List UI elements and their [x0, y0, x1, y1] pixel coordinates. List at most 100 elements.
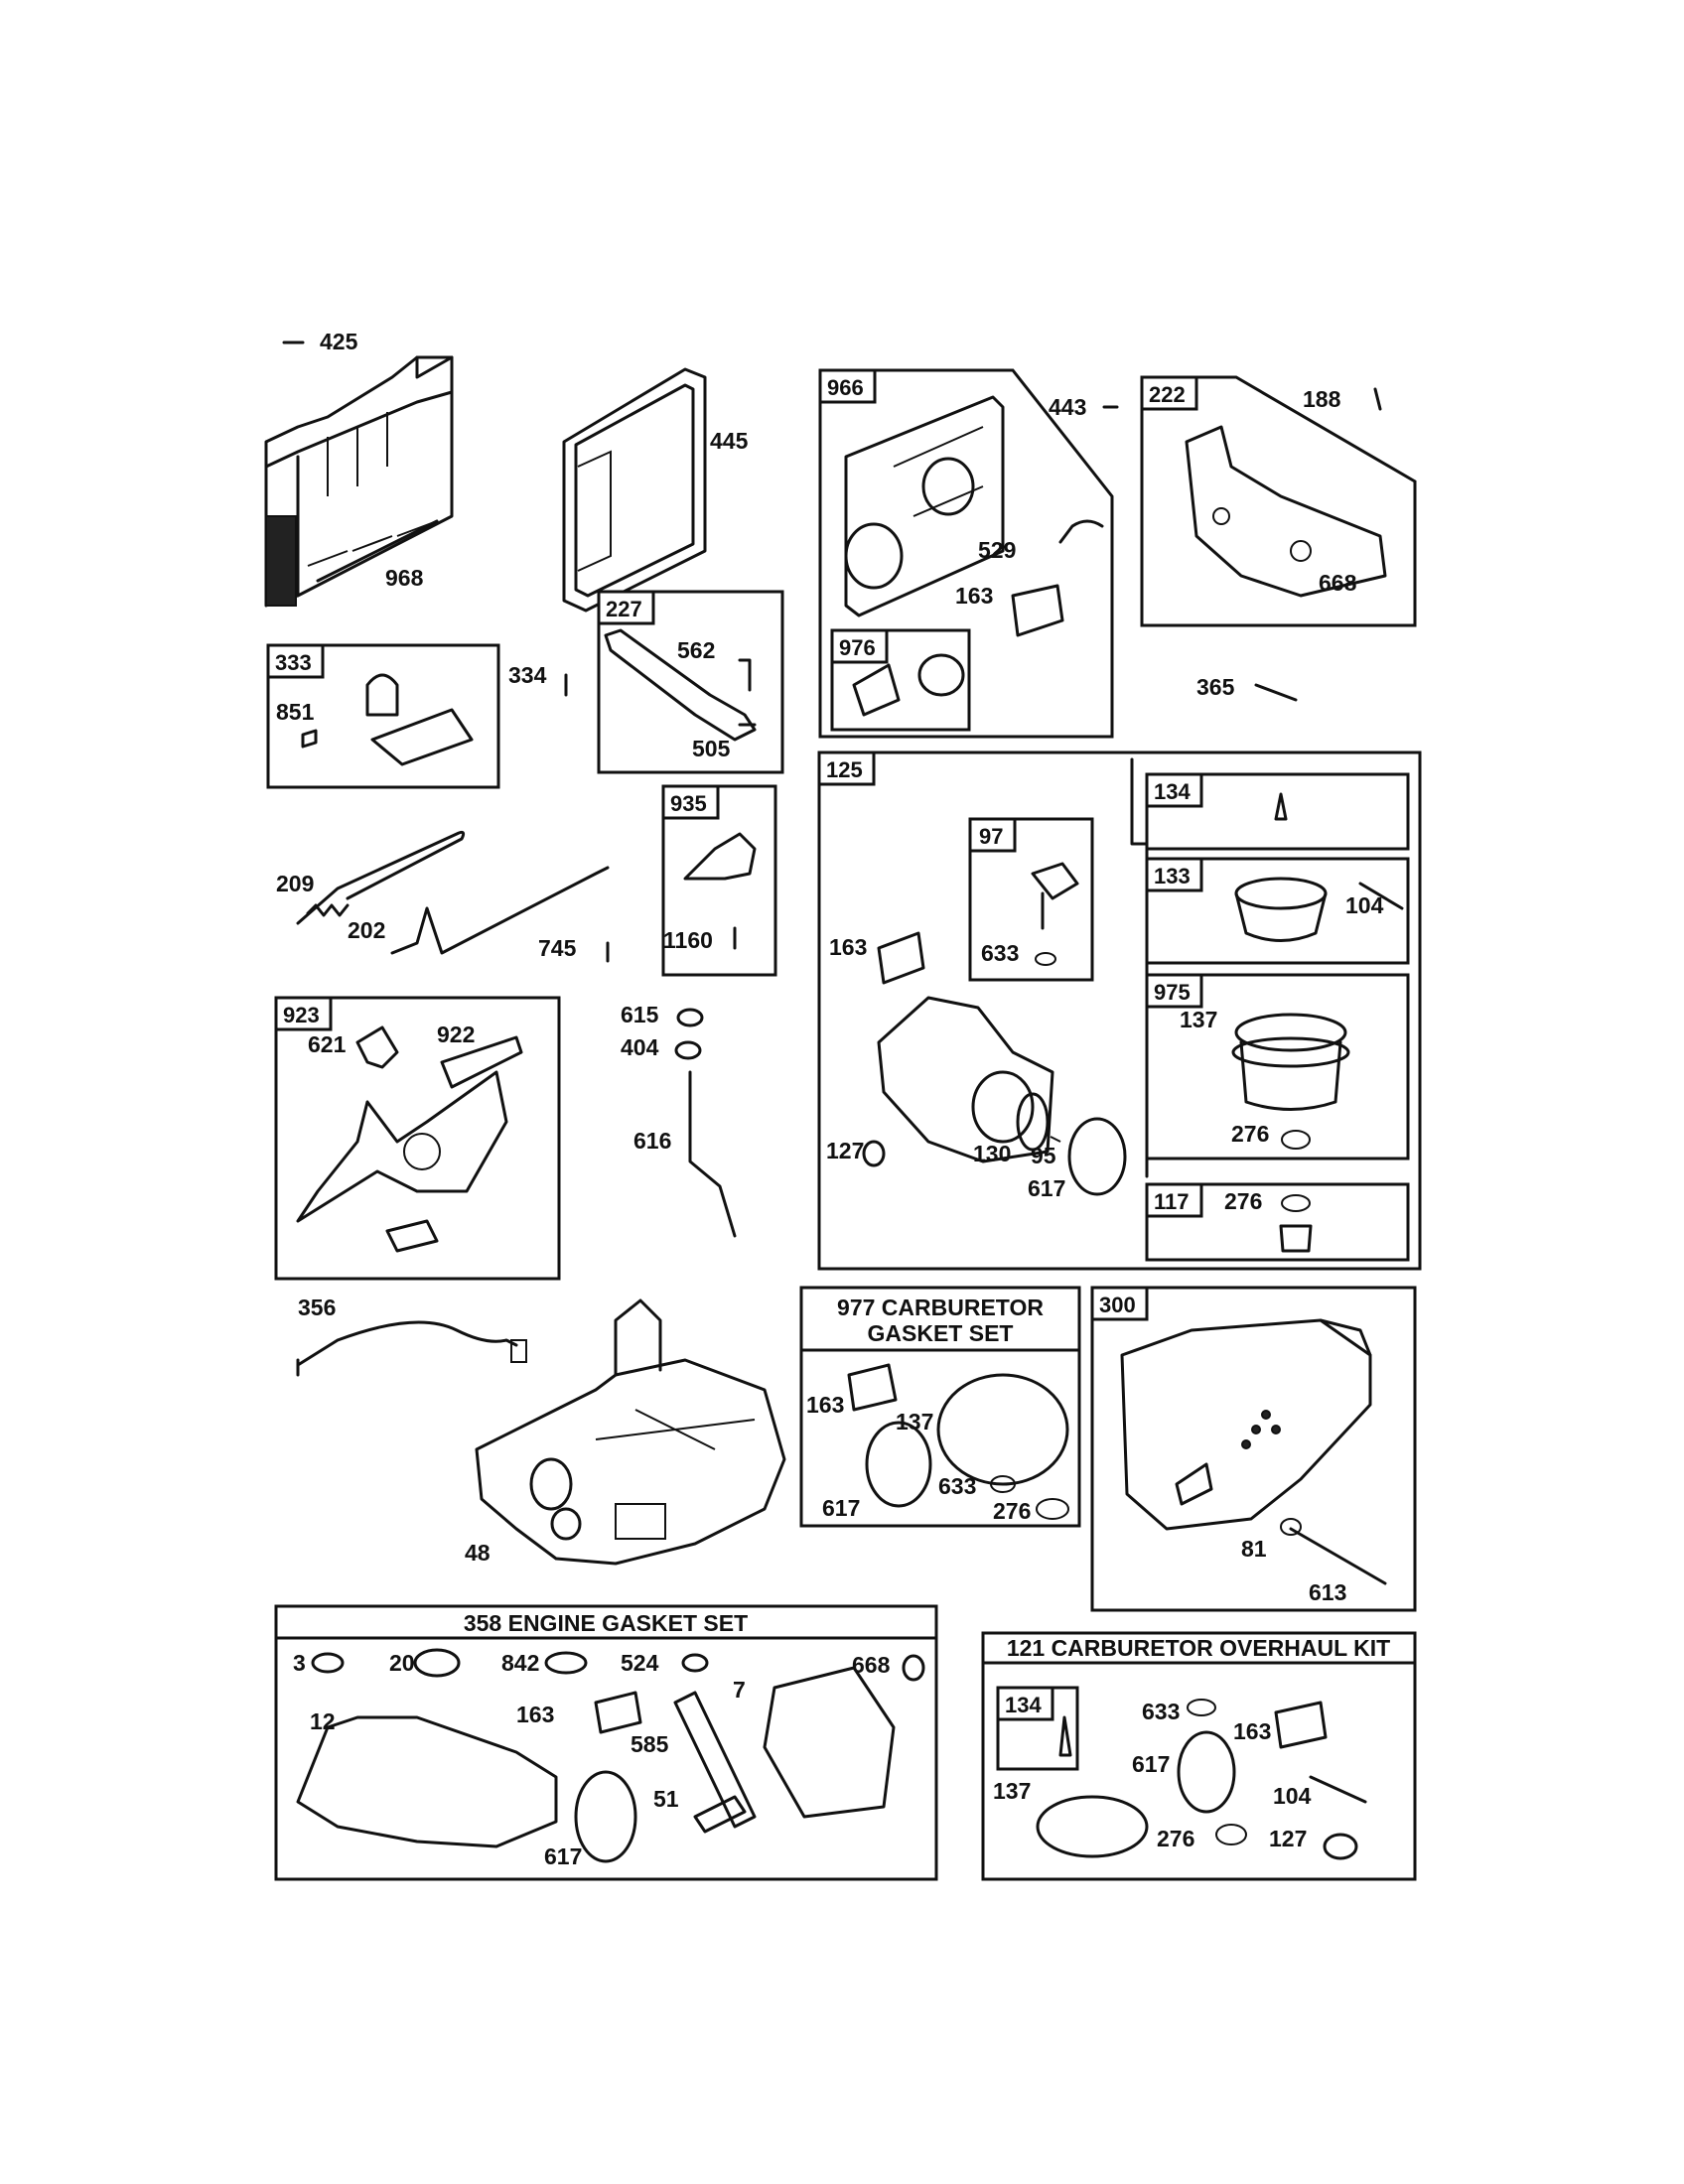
part-label-127-b: 127 [1269, 1826, 1307, 1851]
part-label-163-d: 163 [516, 1702, 554, 1727]
part-label-202: 202 [348, 917, 385, 943]
part-label-1160: 1160 [663, 927, 713, 953]
svg-text:133: 133 [1154, 864, 1191, 888]
group-tag-227: 227 [597, 590, 655, 625]
part-label-104-b: 104 [1273, 1783, 1312, 1809]
screw-365-drawing [1254, 683, 1298, 702]
group-358-box [274, 1604, 938, 1881]
lever-935-drawing [683, 832, 757, 950]
svg-text:935: 935 [670, 791, 707, 816]
part-label-617-c: 617 [544, 1843, 582, 1869]
part-label-7: 7 [733, 1677, 746, 1703]
part-label-137-b: 137 [896, 1409, 933, 1434]
part-117-drawing [1279, 1194, 1313, 1253]
group-tag-966: 966 [818, 368, 877, 404]
group-tag-222: 222 [1140, 375, 1198, 411]
cover-plate-966-drawing [844, 395, 1005, 617]
part-label-163-a: 163 [955, 583, 993, 609]
group-300-box [1090, 1286, 1417, 1612]
part-label-276-c: 276 [993, 1498, 1031, 1524]
svg-text:134: 134 [1005, 1693, 1042, 1717]
part-label-137-a: 137 [1180, 1007, 1217, 1032]
bracket-227-drawing [604, 628, 757, 742]
group-117-box [1145, 1182, 1410, 1262]
group-97-box [968, 817, 1094, 982]
svg-text:975: 975 [1154, 980, 1191, 1005]
group-tag-976: 976 [830, 628, 889, 664]
part-label-617-d: 617 [1132, 1751, 1170, 1777]
part-label-104-a: 104 [1345, 892, 1384, 918]
svg-text:300: 300 [1099, 1293, 1136, 1317]
part-529-drawing [1058, 519, 1104, 544]
kit-title-358: 358 ENGINE GASKET SET [464, 1610, 748, 1636]
part-label-81: 81 [1241, 1536, 1267, 1562]
group-121-box [981, 1631, 1417, 1881]
governor-923-drawing [296, 1025, 523, 1253]
part-label-334: 334 [508, 662, 547, 688]
part-label-51: 51 [653, 1786, 679, 1812]
group-tag-133: 133 [1145, 857, 1203, 892]
part-label-425: 425 [320, 329, 358, 354]
part-label-163-c: 163 [806, 1392, 844, 1418]
part-label-404: 404 [621, 1034, 659, 1060]
group-222-box [1140, 375, 1417, 627]
kit-121-drawing [1036, 1699, 1367, 1860]
kit-977-drawing [847, 1363, 1069, 1520]
part-label-3: 3 [293, 1650, 306, 1676]
bracket-222-drawing [1185, 425, 1387, 598]
group-133-box [1145, 857, 1410, 965]
svg-text:117: 117 [1154, 1189, 1190, 1214]
part-label-585: 585 [631, 1731, 669, 1757]
spring-209-drawing [296, 830, 466, 925]
group-tag-125: 125 [817, 751, 876, 786]
group-tag-935: 935 [661, 784, 720, 820]
group-125-box [817, 751, 1422, 1271]
group-tag-117: 117 [1145, 1182, 1203, 1218]
group-tag-134: 134 [1145, 772, 1203, 808]
ignition-wire-356-drawing [296, 1320, 527, 1377]
group-125-leader [1130, 757, 1149, 1178]
group-134-box [1145, 772, 1410, 851]
group-227-box [597, 590, 784, 774]
part-label-95: 95 [1031, 1143, 1056, 1168]
svg-text:923: 923 [283, 1003, 320, 1027]
part-label-505: 505 [692, 736, 731, 761]
svg-text:125: 125 [826, 757, 863, 782]
part-label-668-b: 668 [852, 1652, 891, 1678]
part-label-617-b: 617 [822, 1495, 860, 1521]
part-label-562: 562 [677, 637, 715, 663]
part-label-633-b: 633 [938, 1473, 976, 1499]
kit-title-977-line2: GASKET SET [868, 1320, 1014, 1346]
gasket-163-drawing [1011, 584, 1064, 637]
carburetor-body-drawing [862, 931, 1127, 1196]
float-97-drawing [1031, 862, 1079, 966]
svg-text:976: 976 [839, 635, 876, 660]
parts-615-404-616-drawing [674, 1008, 737, 1238]
ignition-coil-drawing [301, 673, 474, 766]
part-label-209: 209 [276, 871, 314, 896]
group-tag-97: 97 [968, 817, 1017, 853]
part-label-616: 616 [633, 1128, 671, 1154]
needle-134-drawing [1274, 792, 1288, 821]
part-label-633-a: 633 [981, 940, 1019, 966]
float-133-drawing [1234, 877, 1404, 942]
air-filter-drawing [562, 367, 707, 613]
part-label-668-a: 668 [1319, 570, 1357, 596]
svg-text:966: 966 [827, 375, 864, 400]
part-label-613: 613 [1309, 1579, 1346, 1605]
svg-text:222: 222 [1149, 382, 1186, 407]
group-333-box [266, 643, 500, 789]
kit-358-drawing [296, 1648, 925, 1863]
part-label-20: 20 [389, 1650, 415, 1676]
group-923-box [274, 996, 561, 1281]
group-tag-923: 923 [274, 996, 333, 1031]
svg-text:97: 97 [979, 824, 1003, 849]
part-label-842: 842 [501, 1650, 539, 1676]
part-label-163-e: 163 [1233, 1718, 1271, 1744]
part-label-356: 356 [298, 1295, 336, 1320]
group-tag-333: 333 [266, 643, 325, 679]
group-tag-975: 975 [1145, 973, 1203, 1009]
part-label-365: 365 [1196, 674, 1235, 700]
group-966-box [818, 368, 1114, 739]
